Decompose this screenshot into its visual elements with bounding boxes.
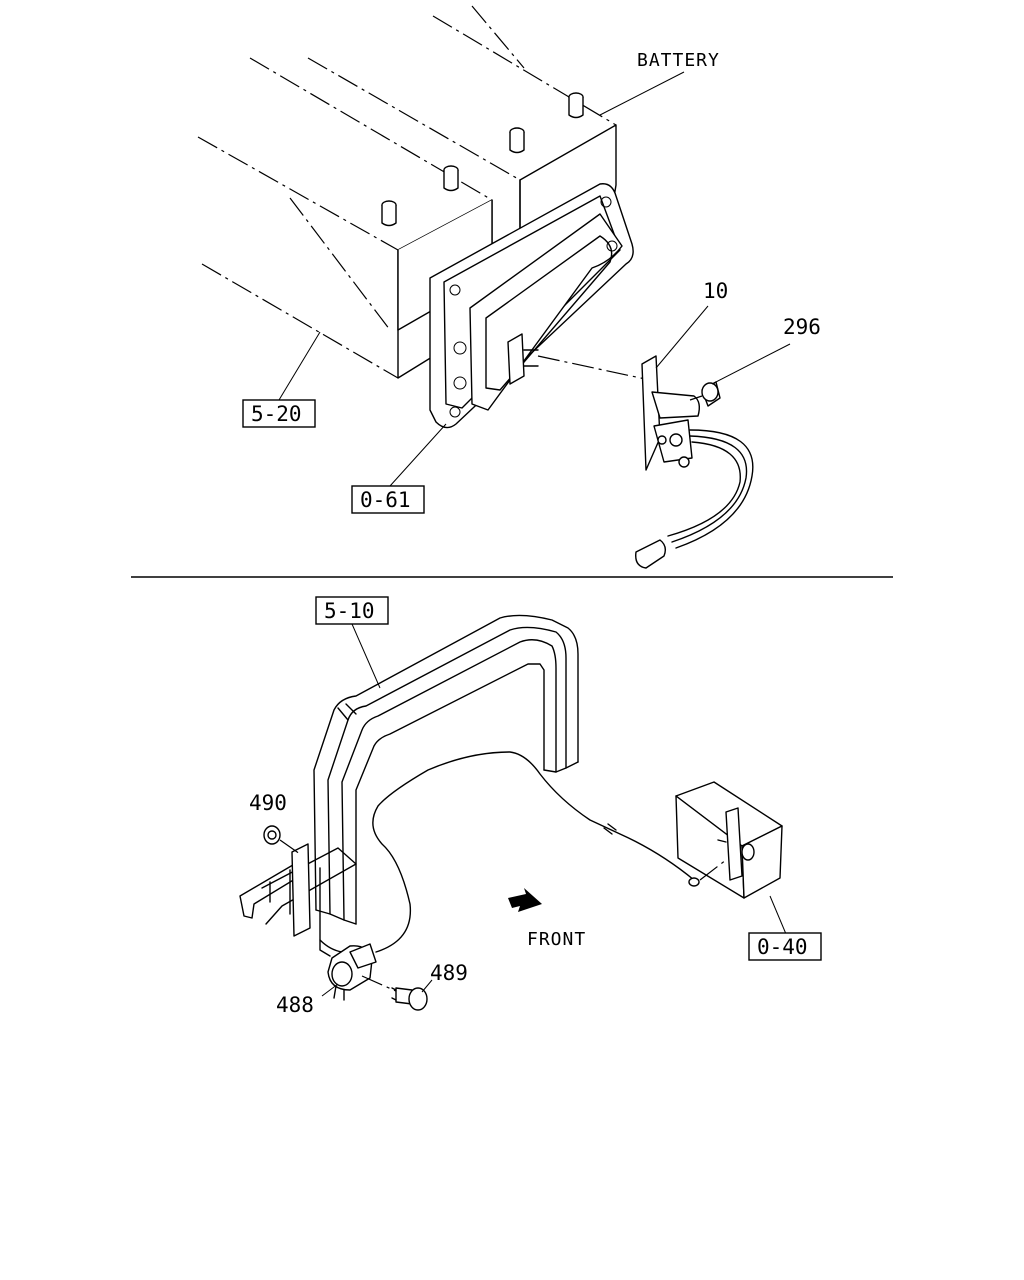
leader-10: [655, 305, 709, 369]
component-box-0-40: [675, 781, 783, 899]
reference-box-5-10: 5-10: [315, 596, 389, 625]
reference-0-61: 0-61: [360, 488, 411, 512]
battery-terminal: [568, 92, 584, 119]
sensor-bracket-10: [635, 355, 754, 569]
leader-488: [321, 983, 339, 997]
reference-5-20: 5-20: [251, 402, 302, 426]
leader-0-61: [389, 423, 447, 487]
front-label: FRONT: [527, 929, 586, 950]
battery-terminal: [381, 200, 397, 227]
reference-box-5-20: 5-20: [242, 399, 316, 428]
reference-0-40: 0-40: [757, 935, 808, 959]
leader-5-20: [278, 331, 321, 401]
part-number-489: 489: [430, 961, 468, 985]
part-number-296: 296: [783, 315, 821, 339]
part-number-10: 10: [703, 279, 728, 303]
leader-battery: [599, 71, 685, 116]
bolt-489: [391, 987, 428, 1011]
battery-terminal: [509, 127, 525, 154]
sensor-488: [327, 943, 399, 1001]
battery-label: BATTERY: [637, 50, 720, 71]
reference-box-0-61: 0-61: [351, 485, 425, 514]
nut-490: [263, 825, 301, 855]
leader-5-10: [351, 623, 381, 689]
frame-crossmember: [239, 614, 579, 957]
part-number-490: 490: [249, 791, 287, 815]
reference-box-0-40: 0-40: [748, 932, 822, 961]
leader-296: [711, 343, 791, 385]
front-arrow-icon: [508, 888, 542, 912]
battery-terminal: [443, 165, 459, 192]
wiring-harness: [319, 751, 695, 953]
nut-296: [689, 381, 721, 407]
leader-489: [421, 979, 433, 993]
reference-5-10: 5-10: [324, 599, 375, 623]
part-number-488: 488: [276, 993, 314, 1017]
leader-0-40: [769, 895, 787, 935]
